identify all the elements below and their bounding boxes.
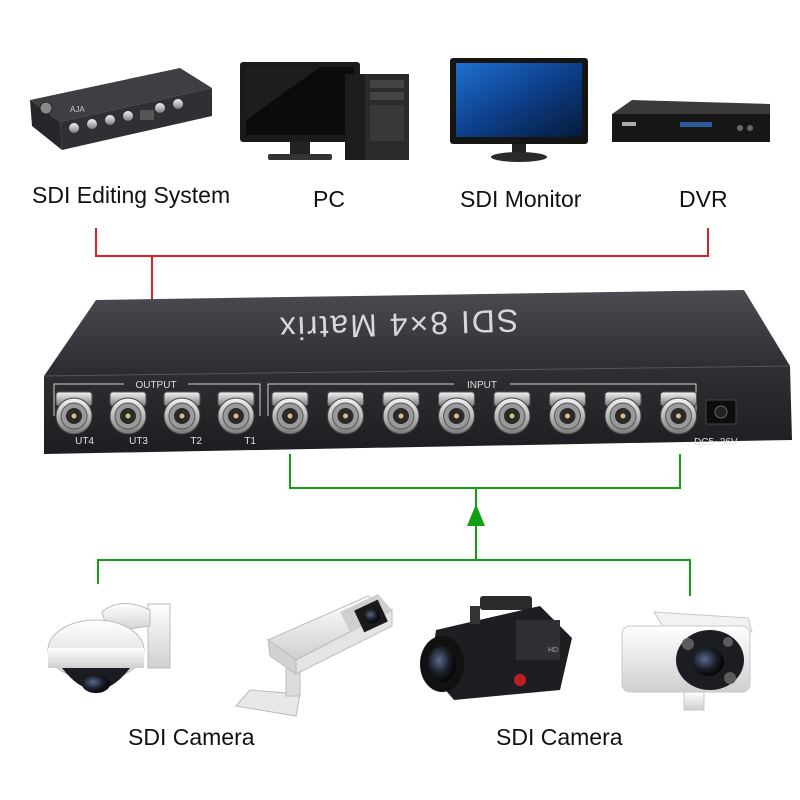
output-bnc-port-2 — [109, 391, 147, 435]
output-group-label: OUTPUT — [135, 380, 176, 391]
output-bnc-port-3 — [163, 391, 201, 435]
sdi-editing-system-device-icon: AJA — [30, 68, 212, 150]
output-port-label: T1 — [244, 436, 256, 447]
output-port-label: T2 — [190, 436, 202, 447]
dvr-recorder-icon — [612, 100, 770, 142]
label-dvr: DVR — [679, 186, 728, 212]
input-bnc-port-2 — [327, 391, 364, 435]
bullet-camera-icon — [621, 611, 753, 711]
label-sdi-editing-system: SDI Editing System — [32, 182, 231, 208]
matrix-title: SDI 8×4 Matrix — [277, 302, 519, 346]
label-sdi-monitor: SDI Monitor — [460, 186, 582, 212]
up-arrow-green-icon — [467, 504, 485, 526]
input-bnc-port-8 — [660, 391, 697, 435]
svg-text:AJA: AJA — [70, 105, 85, 114]
input-bnc-port-3 — [382, 391, 420, 435]
output-bnc-port-4 — [217, 391, 255, 435]
input-bnc-port-4 — [438, 391, 475, 435]
output-port-label: UT3 — [129, 436, 148, 447]
input-group-label: INPUT — [467, 380, 497, 391]
svg-text:HD: HD — [548, 647, 558, 654]
output-port-label: UT4 — [75, 436, 94, 447]
label-sdi-camera-left: SDI Camera — [128, 724, 255, 750]
bnc-ports: UT4 UT3 T2 T1 — [55, 391, 697, 447]
power-label: DC5~36V — [694, 437, 738, 448]
label-pc: PC — [313, 186, 345, 212]
input-bnc-port-5 — [493, 391, 531, 435]
input-bnc-port-7 — [604, 391, 642, 435]
dome-camera-icon — [47, 603, 171, 693]
input-bnc-port-6 — [549, 391, 586, 435]
input-bnc-port-1 — [271, 391, 309, 435]
camcorder-icon: HD — [420, 596, 572, 700]
input-connection-lines — [97, 454, 691, 596]
sdi-monitor-icon — [450, 58, 588, 162]
label-sdi-camera-right: SDI Camera — [496, 724, 623, 750]
box-camera-icon — [235, 594, 394, 717]
desktop-pc-icon — [240, 62, 409, 160]
output-bnc-port-1 — [55, 391, 93, 435]
